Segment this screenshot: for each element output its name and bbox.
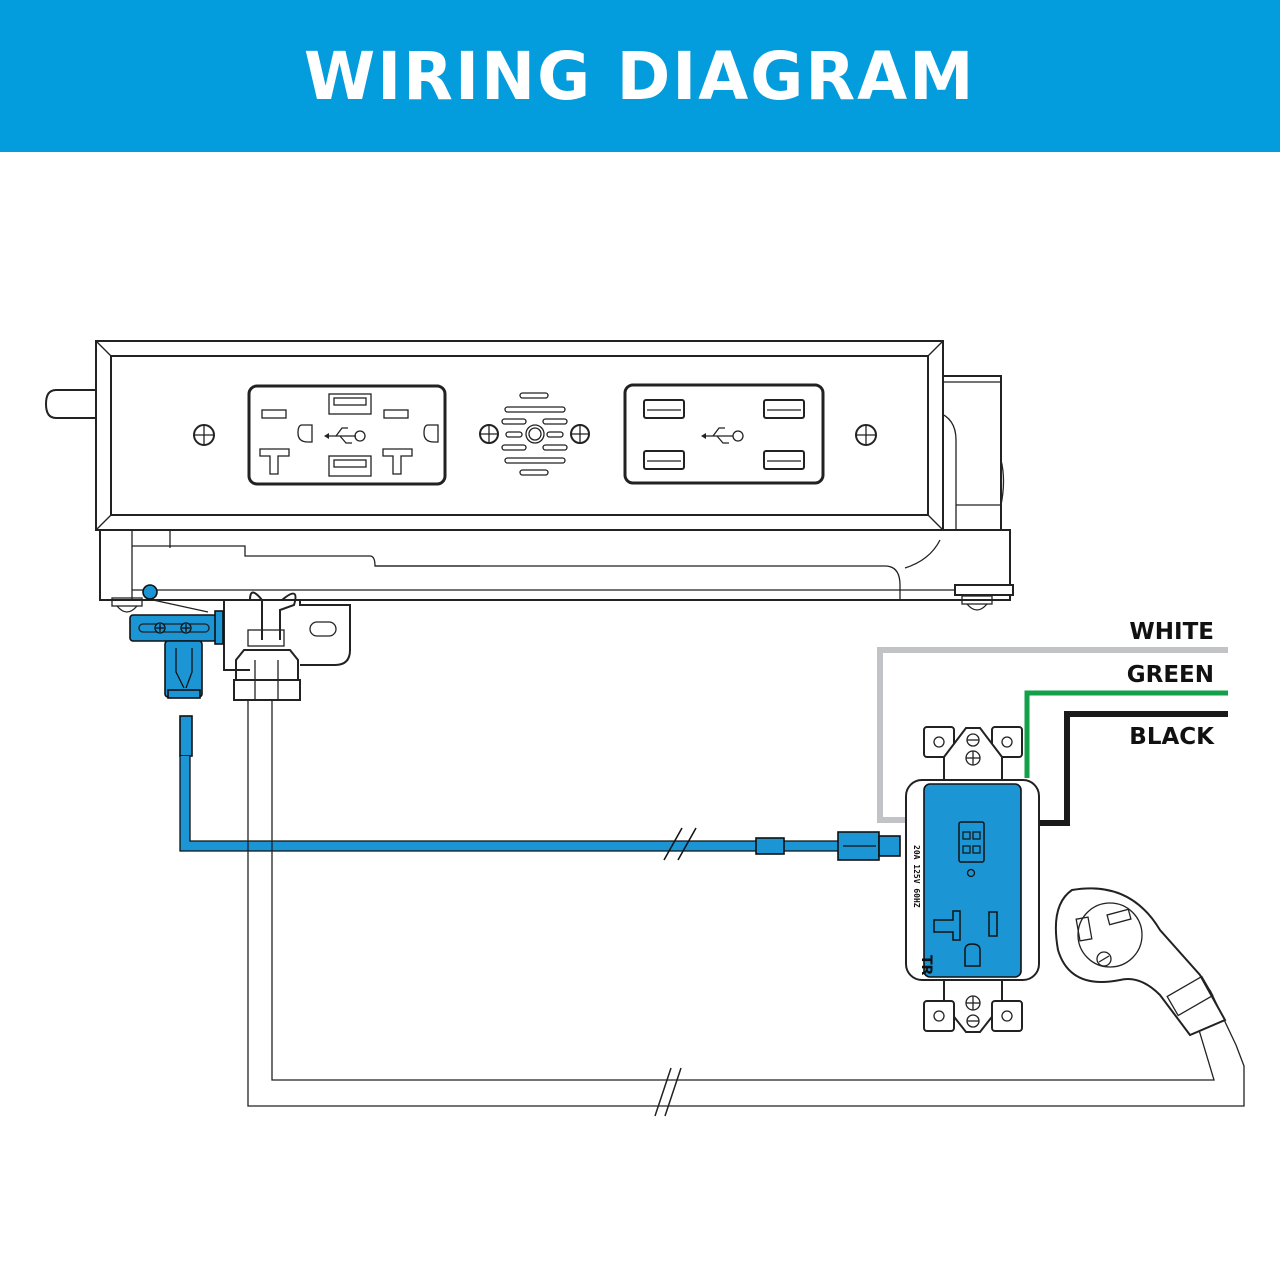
- rating-text: 20A 125V 60HZ: [912, 845, 921, 908]
- wire-white: [877, 647, 1228, 823]
- supply-wires: WHITE GREEN BLACK: [877, 619, 1228, 826]
- screw-icon: [111, 597, 143, 613]
- page-title: WIRING DIAGRAM: [304, 37, 976, 115]
- vent-grille: [501, 392, 568, 476]
- tr-mark: TR: [918, 955, 934, 976]
- wire-label-black: BLACK: [1129, 724, 1215, 750]
- screw-icon: [965, 995, 981, 1028]
- side-peg: [44, 389, 96, 419]
- faceplate: [95, 340, 944, 531]
- screw-icon: [855, 424, 877, 446]
- wire-label-white: WHITE: [1129, 619, 1214, 645]
- screw-icon: [961, 595, 993, 611]
- plug-icon: [1054, 887, 1227, 1037]
- usb-icon: [701, 427, 744, 444]
- receptacle: 20A 125V 60HZ TR: [905, 726, 1040, 1033]
- left-outlet: [247, 384, 447, 486]
- screw-icon: [180, 622, 192, 634]
- wire-green: [1024, 690, 1228, 778]
- mounting-frame: [99, 529, 1014, 601]
- screw-icon: [479, 424, 499, 444]
- wire-black: [1040, 711, 1228, 826]
- cable-bracket: [223, 591, 351, 701]
- connector-icon: [958, 821, 985, 863]
- right-usb-outlet: [623, 383, 825, 485]
- control-cable: [179, 756, 901, 861]
- header-banner: WIRING DIAGRAM: [0, 0, 1280, 152]
- screw-icon: [193, 424, 215, 446]
- screw-icon: [965, 733, 981, 766]
- wire-label-green: GREEN: [1127, 662, 1214, 688]
- usb-icon: [324, 427, 366, 444]
- micro-switch: [129, 584, 224, 757]
- screw-icon: [570, 424, 590, 444]
- power-unit: [44, 340, 1014, 701]
- connector-icon: [837, 831, 901, 861]
- screw-icon: [154, 622, 166, 634]
